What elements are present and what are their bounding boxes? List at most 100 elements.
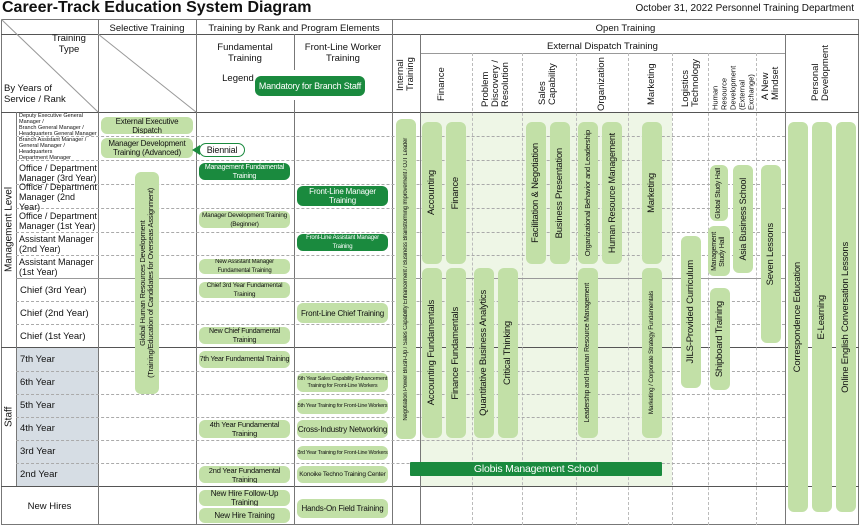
- open-quant-text: Quantitative Business Analytics: [478, 290, 489, 416]
- col-line: [392, 19, 393, 525]
- front-1: Front-Line Assistant Manager Training: [297, 234, 388, 251]
- external-line: [420, 53, 785, 54]
- col-line: [16, 112, 17, 486]
- front-0: Front-Line Manager Training: [297, 186, 388, 206]
- header-frontline: Front-Line Worker Training: [304, 42, 382, 64]
- open-global-hall: Global Study Hall: [710, 165, 728, 221]
- fund-9: New Hire Training: [199, 508, 290, 523]
- col-line: [472, 53, 473, 525]
- open-accounting-fund-text: Accounting Fundamentals: [426, 300, 437, 406]
- open-facilitation: Facilitation & Negotiation: [526, 122, 546, 264]
- open-finance-fund: Finance Fundamentals: [446, 268, 466, 438]
- row-label: Office / Department Manager (1st Year): [19, 210, 97, 231]
- open-finance: Finance: [446, 122, 466, 264]
- diagram-table: [1, 19, 859, 525]
- open-hrm-text: Human Resource Management: [607, 132, 617, 254]
- fund-3: Chief 3rd Year Fundamental Training: [199, 282, 290, 298]
- col-line: [672, 53, 673, 525]
- header-problem: Problem Discovery / Resolution: [480, 60, 511, 108]
- selective-diagonal: [98, 34, 196, 112]
- open-accounting-text: Accounting: [426, 170, 437, 216]
- fund-8: New Hire Follow-Up Training: [199, 490, 290, 506]
- open-elearning-text: E-Learning: [816, 294, 827, 340]
- front-4: 5th Year Training for Front-Line Workers: [297, 399, 388, 414]
- open-global-hall-text: Global Study Hall: [715, 167, 722, 219]
- open-leadership-hrm: Leadership and Human Resource Management: [578, 268, 598, 438]
- row-label: 3rd Year: [20, 446, 56, 457]
- selective-global-text: Global Human Resources Development (Trai…: [138, 188, 155, 378]
- open-mgmt-hall: Management Study Hall: [708, 226, 730, 276]
- open-english-text: Online English Conversation Lessons: [840, 241, 851, 393]
- row-label: Chief (2nd Year): [20, 307, 89, 319]
- fund-2: New Assistant Manager Fundamental Traini…: [199, 259, 290, 274]
- open-shipboard-text: Shipboard Training: [714, 300, 725, 378]
- open-mgmt-hall-text: Management Study Hall: [711, 231, 726, 271]
- row-line: [16, 463, 785, 464]
- legend-mandatory: Mandatory for Branch Staff: [255, 76, 365, 96]
- open-presentation: Business Presentation: [550, 122, 570, 264]
- corner-training-type: Training Type: [52, 33, 86, 55]
- row-label: Deputy Executive General Manager / Branc…: [19, 112, 97, 137]
- open-elearning: E-Learning: [812, 122, 832, 512]
- row-label: Office / Department Manager (3rd Year): [19, 162, 97, 183]
- header-by-rank: Training by Rank and Program Elements: [208, 23, 380, 34]
- open-hrm: Human Resource Management: [602, 122, 622, 264]
- fund-6: 4th Year Fundamental Training: [199, 420, 290, 438]
- open-correspondence: Correspondence Education: [788, 122, 808, 512]
- col-line: [708, 53, 709, 525]
- open-jils: JILS-Provided Curriculum: [681, 236, 701, 388]
- row-label: Assistant Manager (2nd Year): [19, 234, 94, 254]
- row-label: New Hires: [27, 500, 72, 512]
- row-label: Office / Department Manager (2nd Year): [19, 181, 97, 212]
- open-critical-text: Critical Thinking: [502, 320, 513, 385]
- fund-0: Management Fundamental Training: [199, 163, 290, 180]
- page-title: Career-Track Education System Diagram: [2, 0, 312, 16]
- legend-label: Legend: [222, 72, 254, 84]
- header-logistics: Logistics Technology: [680, 58, 701, 108]
- open-marketing-fund: Marketing / Corporate Strategy Fundament…: [642, 268, 662, 438]
- fund-4: New Chief Fundamental Training: [199, 327, 290, 344]
- front-3: 6th Year Sales Capability Enhancement Tr…: [297, 373, 388, 392]
- row-label: 4th Year: [20, 423, 55, 434]
- open-internal: Negotiation Power Brush-Up / Sales Capab…: [396, 119, 416, 439]
- col-line: [785, 34, 786, 525]
- fund-5: 7th Year Fundamental Training: [199, 351, 290, 368]
- front-6: 3rd Year Training for Front-Line Workers: [297, 446, 388, 460]
- header-marketing: Marketing: [646, 63, 657, 105]
- open-marketing: Marketing: [642, 122, 662, 264]
- col-line: [628, 53, 629, 525]
- front-7: Konoike Techno Training Center: [297, 466, 388, 483]
- open-jils-text: JILS-Provided Curriculum: [685, 260, 696, 364]
- biennial-tag: Biennial: [199, 143, 245, 157]
- header-mindset: A New Mindset: [760, 66, 781, 100]
- open-quant: Quantitative Business Analytics: [474, 268, 494, 438]
- open-presentation-text: Business Presentation: [554, 147, 565, 239]
- col-line: [196, 19, 197, 525]
- header-selective: Selective Training: [109, 23, 185, 34]
- front-2: Front-Line Chief Training: [297, 303, 388, 323]
- open-org-behavior-text: Organizational Behavior and Leadership: [583, 129, 592, 257]
- row-label: 2nd Year: [20, 469, 58, 480]
- issue-date: October 31, 2022 Personnel Training Depa…: [635, 3, 854, 14]
- header-hr-dev: Human Resource Development (External Exc…: [710, 65, 756, 110]
- open-correspondence-text: Correspondence Education: [792, 261, 803, 373]
- open-accounting-fund: Accounting Fundamentals: [422, 268, 442, 438]
- corner-years: By Years of Service / Rank: [4, 83, 66, 105]
- open-finance-text: Finance: [450, 176, 461, 210]
- open-marketing-fund-text: Marketing / Corporate Strategy Fundament…: [648, 291, 655, 415]
- col-line: [522, 53, 523, 525]
- col-line: [576, 53, 577, 525]
- open-globis: Globis Management School: [410, 462, 662, 476]
- open-critical: Critical Thinking: [498, 268, 518, 438]
- open-org-behavior: Organizational Behavior and Leadership: [578, 122, 598, 264]
- corner-diagonal: [1, 19, 98, 112]
- fund-7: 2nd Year Fundamental Training: [199, 466, 290, 483]
- header-personal: Personal Development: [810, 45, 831, 101]
- row-label: 5th Year: [20, 400, 55, 411]
- row-label: 6th Year: [20, 377, 55, 388]
- col-line: [420, 34, 421, 525]
- open-asia-text: Asia Business School: [738, 177, 748, 261]
- col-line: [98, 19, 99, 525]
- open-seven: Seven Lessons: [761, 165, 781, 343]
- open-internal-text: Negotiation Power Brush-Up / Sales Capab…: [402, 137, 409, 421]
